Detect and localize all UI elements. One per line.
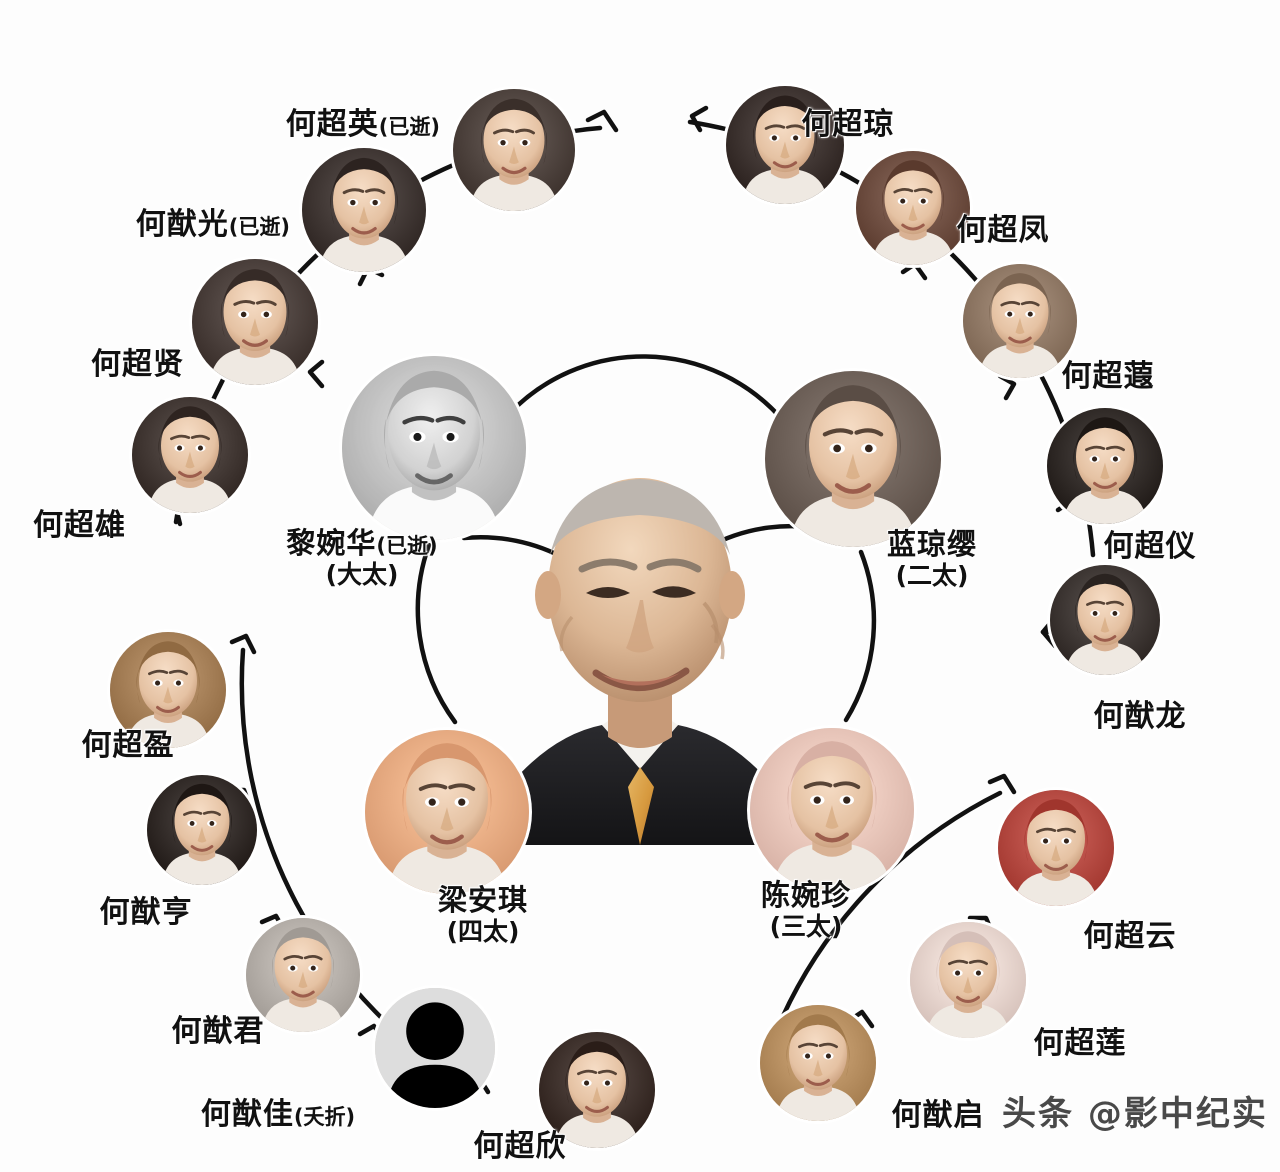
person-photo-c-chaoxiong [132,397,248,513]
person-label-c-youjia: 何猷佳(夭折) [201,1098,355,1132]
person-name-c-chaoxiong: 何超雄 [33,508,126,543]
person-rank-wife2: (二太) [895,561,969,591]
person-photo-wife1 [342,356,526,540]
person-label-c-chaoxin: 何超欣 [474,1130,567,1164]
person-node-c-chaoying[interactable] [453,89,575,211]
person-name-wife4: 梁安琪 [437,883,529,917]
person-name-c-chaoxin: 何超欣 [473,1129,567,1164]
person-name-c-youheng: 何猷亨 [99,895,193,930]
person-node-c-chaoxiong[interactable] [132,397,248,513]
person-label-c-chaofeng: 何超凤 [957,214,1050,248]
person-suffix-wife1: (已逝) [376,534,438,558]
person-name-c-chaoying2: 何超盈 [81,728,175,763]
person-node-c-chaoyi[interactable] [1047,408,1163,524]
person-label-c-youguang: 何猷光(已逝) [136,208,290,242]
patriarch-portrait [490,435,790,845]
person-label-c-chaoxian: 何超贤 [91,348,184,382]
person-label-c-chaoyi2: 何超蕸 [1062,360,1155,394]
person-name-c-youqi: 何猷启 [891,1098,985,1133]
person-name-c-youguang: 何猷光 [135,207,229,242]
person-node-c-chaoxian[interactable] [192,259,318,385]
person-node-c-chaoyi2[interactable] [963,264,1077,378]
person-name-c-chaoyun: 何超云 [1083,919,1177,954]
person-photo-wife3 [750,728,914,892]
person-node-wife3[interactable] [750,728,914,892]
person-label-wife4: 梁安琪(四太) [438,884,528,946]
person-label-c-chaoyi: 何超仪 [1104,530,1197,564]
person-label-c-chaoying: 何超英(已逝) [286,108,440,142]
person-suffix-c-youguang: (已逝) [228,215,290,239]
person-photo-c-youjia [375,988,495,1108]
person-photo-c-chaoyun [998,790,1114,906]
person-name-c-youlong: 何猷龙 [1093,699,1187,734]
person-node-c-chaoqiong[interactable] [726,86,844,204]
person-photo-c-chaoying2 [110,632,226,748]
person-node-wife4[interactable] [365,730,529,894]
person-name-c-chaolian: 何超莲 [1033,1026,1127,1061]
person-name-wife1: 黎婉华 [286,526,377,560]
person-photo-c-youqi [760,1005,876,1121]
person-suffix-c-chaoying: (已逝) [378,115,440,139]
person-node-c-chaoxin[interactable] [539,1032,655,1148]
person-node-c-youjia[interactable] [375,988,495,1108]
person-label-c-chaoqiong: 何超琼 [802,108,895,142]
person-photo-c-youlong [1050,565,1160,675]
person-photo-c-chaoyi2 [963,264,1077,378]
person-node-c-chaolian[interactable] [910,922,1026,1038]
person-photo-c-chaoqiong [726,86,844,204]
person-suffix-c-youjia: (夭折) [293,1105,356,1129]
person-label-c-youjun: 何猷君 [172,1015,265,1049]
person-label-c-youlong: 何猷龙 [1094,700,1187,734]
person-label-wife1: 黎婉华(已逝)(大太) [286,527,437,589]
person-label-c-youheng: 何猷亨 [100,896,193,930]
person-name-wife2: 蓝琼缨 [886,527,978,561]
person-photo-wife4 [365,730,529,894]
person-photo-c-chaolian [910,922,1026,1038]
person-photo-c-youheng [147,775,257,885]
person-label-c-chaolian: 何超莲 [1034,1027,1127,1061]
person-node-c-chaofeng[interactable] [856,151,970,265]
watermark: 头条 @影中纪实 [1002,1094,1268,1134]
person-photo-c-youguang [302,148,426,272]
person-node-wife1[interactable] [342,356,526,540]
person-node-wife2[interactable] [765,371,941,547]
person-name-c-chaoxian: 何超贤 [91,347,184,382]
person-node-c-youlong[interactable] [1050,565,1160,675]
person-node-c-youqi[interactable] [760,1005,876,1121]
person-photo-c-chaoxin [539,1032,655,1148]
person-rank-wife1: (大太) [325,560,399,590]
person-node-c-chaoyun[interactable] [998,790,1114,906]
person-node-c-youguang[interactable] [302,148,426,272]
person-name-wife3: 陈婉珍 [760,878,852,912]
person-label-wife2: 蓝琼缨(二太) [887,528,977,590]
person-name-c-youjun: 何猷君 [171,1014,265,1049]
person-name-c-youjia: 何猷佳 [200,1097,294,1132]
person-name-c-chaoying: 何超英 [285,107,379,142]
person-photo-c-chaoying [453,89,575,211]
person-label-c-chaoxiong: 何超雄 [33,509,126,543]
person-node-c-youheng[interactable] [147,775,257,885]
person-rank-wife4: (四太) [446,917,520,947]
person-name-c-chaoyi2: 何超蕸 [1061,359,1155,394]
person-name-c-chaofeng: 何超凤 [956,213,1050,248]
person-label-c-chaoyun: 何超云 [1084,920,1177,954]
person-name-c-chaoqiong: 何超琼 [801,107,895,142]
person-rank-wife3: (三太) [769,912,843,942]
person-photo-c-chaoyi [1047,408,1163,524]
person-name-c-chaoyi: 何超仪 [1103,529,1197,564]
person-label-c-youqi: 何猷启 [892,1099,985,1133]
person-photo-wife2 [765,371,941,547]
person-photo-c-chaofeng [856,151,970,265]
person-label-c-chaoying2: 何超盈 [82,729,175,763]
person-photo-c-chaoxian [192,259,318,385]
person-label-wife3: 陈婉珍(三太) [761,879,851,941]
person-node-c-chaoying2[interactable] [110,632,226,748]
